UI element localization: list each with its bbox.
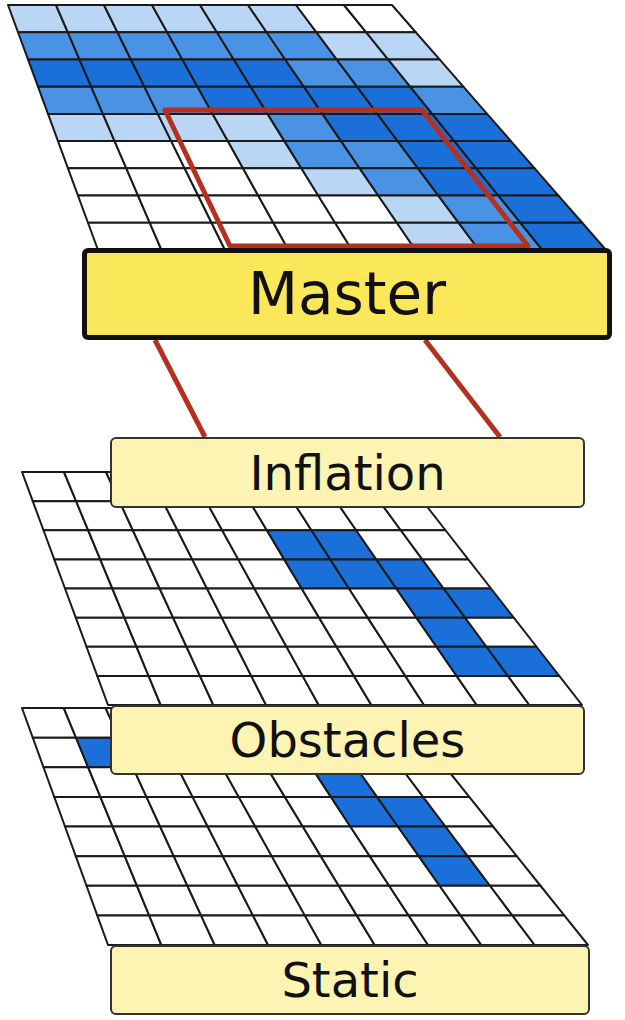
grid-cell (423, 797, 493, 827)
grid-cell (487, 647, 560, 676)
grid-cell (445, 827, 516, 857)
grid-cell (520, 223, 606, 250)
window-outline (165, 110, 528, 246)
layer-label: Static (110, 945, 590, 1015)
layer-name: Obstacles (230, 716, 466, 764)
master-grid (8, 5, 606, 250)
layer-label: Obstacles (110, 705, 585, 775)
layer-label: Inflation (110, 437, 585, 508)
grid-cell (512, 915, 588, 945)
grid-cell (498, 196, 582, 223)
layer-name: Static (281, 956, 418, 1004)
grid-cell (468, 856, 541, 886)
projection-line (425, 340, 500, 437)
master-label: Master (82, 248, 612, 340)
grid-cell (508, 676, 582, 705)
grid-cell (490, 886, 564, 916)
grid-cell (401, 530, 468, 559)
grid-cell (388, 59, 463, 86)
grid-cell (344, 5, 416, 32)
grid-cell (422, 559, 491, 588)
projection-line (155, 340, 205, 437)
grid-cell (444, 589, 514, 618)
layer-name: Inflation (249, 449, 445, 497)
grid-cell (366, 32, 440, 59)
grid-cell (465, 618, 536, 647)
layer-name: Master (248, 265, 446, 323)
